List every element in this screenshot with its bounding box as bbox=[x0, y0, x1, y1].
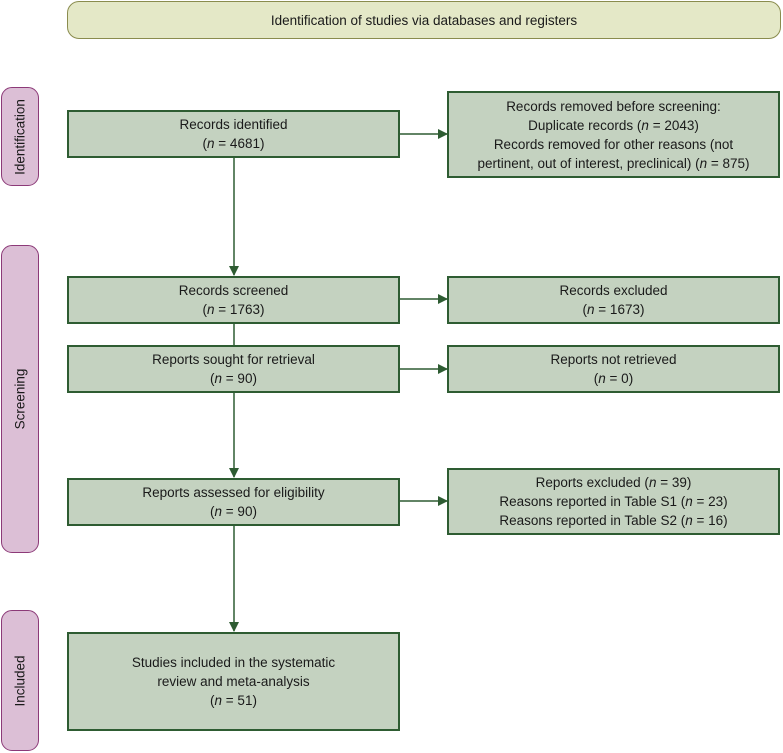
line-text: Reasons reported in Table S1 ( bbox=[499, 494, 686, 509]
records-removed-heading: Records removed before screening: bbox=[506, 98, 721, 114]
count-value: = 90 bbox=[222, 504, 253, 519]
count-value: = 39) bbox=[656, 475, 692, 490]
studies-included-line2: review and meta-analysis bbox=[157, 674, 310, 689]
count-value: = 1673 bbox=[594, 302, 640, 317]
records-screened-count: (n = 1763) bbox=[202, 302, 265, 317]
reports-not-retrieved-label: Reports not retrieved bbox=[550, 352, 677, 367]
records-identified-label: Records identified bbox=[179, 117, 288, 132]
n-symbol: n bbox=[207, 302, 215, 317]
n-symbol: n bbox=[207, 136, 215, 151]
table-s1-line: Reasons reported in Table S1 (n = 23) bbox=[499, 492, 727, 511]
records-excluded-count: (n = 1673) bbox=[582, 302, 645, 317]
records-excluded-label: Records excluded bbox=[559, 283, 668, 298]
line-text: Reasons reported in Table S2 ( bbox=[499, 513, 686, 528]
n-symbol: n bbox=[214, 371, 223, 386]
count-value: = 2043) bbox=[648, 117, 699, 133]
n-symbol: n bbox=[214, 693, 223, 708]
other-reasons-line: Records removed for other reasons (not bbox=[493, 136, 734, 152]
count-value: = 16) bbox=[692, 513, 728, 528]
n-symbol: n bbox=[214, 504, 223, 519]
records-identified-count: (n = 4681) bbox=[202, 136, 265, 151]
phase-included: Included bbox=[1, 610, 39, 751]
reports-sought-label: Reports sought for retrieval bbox=[152, 352, 315, 367]
reports-excluded-line: Reports excluded (n = 39) bbox=[536, 473, 692, 492]
n-symbol: n bbox=[648, 475, 657, 490]
box-records-identified: Records identified (n = 4681) bbox=[67, 110, 400, 158]
box-reports-assessed: Reports assessed for eligibility (n = 90… bbox=[67, 478, 400, 526]
table-s2-line: Reasons reported in Table S2 (n = 16) bbox=[499, 511, 727, 530]
phase-screening: Screening bbox=[1, 245, 39, 553]
other-reasons-line-cont: pertinent, out of interest, preclinical)… bbox=[477, 154, 749, 173]
box-records-removed: Records removed before screening: Duplic… bbox=[447, 91, 780, 178]
line-text: pertinent, out of interest, preclinical)… bbox=[477, 155, 700, 171]
reports-sought-count: (n = 90) bbox=[210, 371, 257, 386]
box-reports-not-retrieved: Reports not retrieved (n = 0) bbox=[447, 345, 780, 393]
box-reports-excluded: Reports excluded (n = 39) Reasons report… bbox=[447, 468, 780, 535]
n-symbol: n bbox=[598, 371, 606, 386]
n-symbol: n bbox=[685, 513, 693, 528]
count-value: = 875) bbox=[707, 155, 750, 171]
count-value: = 1763 bbox=[214, 302, 260, 317]
studies-included-line1: Studies included in the systematic bbox=[131, 655, 336, 670]
count-value: = 51 bbox=[222, 693, 253, 708]
line-text: Reports excluded ( bbox=[535, 475, 649, 490]
box-studies-included: Studies included in the systematic revie… bbox=[67, 632, 400, 731]
flow-header: Identification of studies via databases … bbox=[67, 1, 781, 39]
flow-header-title: Identification of studies via databases … bbox=[270, 12, 578, 28]
count-value: = 0 bbox=[605, 371, 629, 386]
duplicate-records-line: Duplicate records (n = 2043) bbox=[528, 116, 699, 135]
n-symbol: n bbox=[587, 302, 595, 317]
count-value: = 4681 bbox=[214, 136, 260, 151]
studies-included-count: (n = 51) bbox=[210, 693, 257, 708]
box-reports-sought: Reports sought for retrieval (n = 90) bbox=[67, 345, 400, 393]
count-value: = 90 bbox=[222, 371, 253, 386]
reports-assessed-label: Reports assessed for eligibility bbox=[142, 485, 325, 500]
reports-not-retrieved-count: (n = 0) bbox=[593, 371, 634, 386]
n-symbol: n bbox=[699, 155, 708, 171]
count-value: = 23) bbox=[692, 494, 728, 509]
box-records-excluded: Records excluded (n = 1673) bbox=[447, 276, 780, 324]
n-symbol: n bbox=[641, 117, 649, 133]
box-records-screened: Records screened (n = 1763) bbox=[67, 276, 400, 324]
line-text: Duplicate records ( bbox=[528, 117, 642, 133]
n-symbol: n bbox=[685, 494, 693, 509]
phase-identification: Identification bbox=[1, 87, 39, 186]
reports-assessed-count: (n = 90) bbox=[210, 504, 257, 519]
records-screened-label: Records screened bbox=[178, 283, 289, 298]
